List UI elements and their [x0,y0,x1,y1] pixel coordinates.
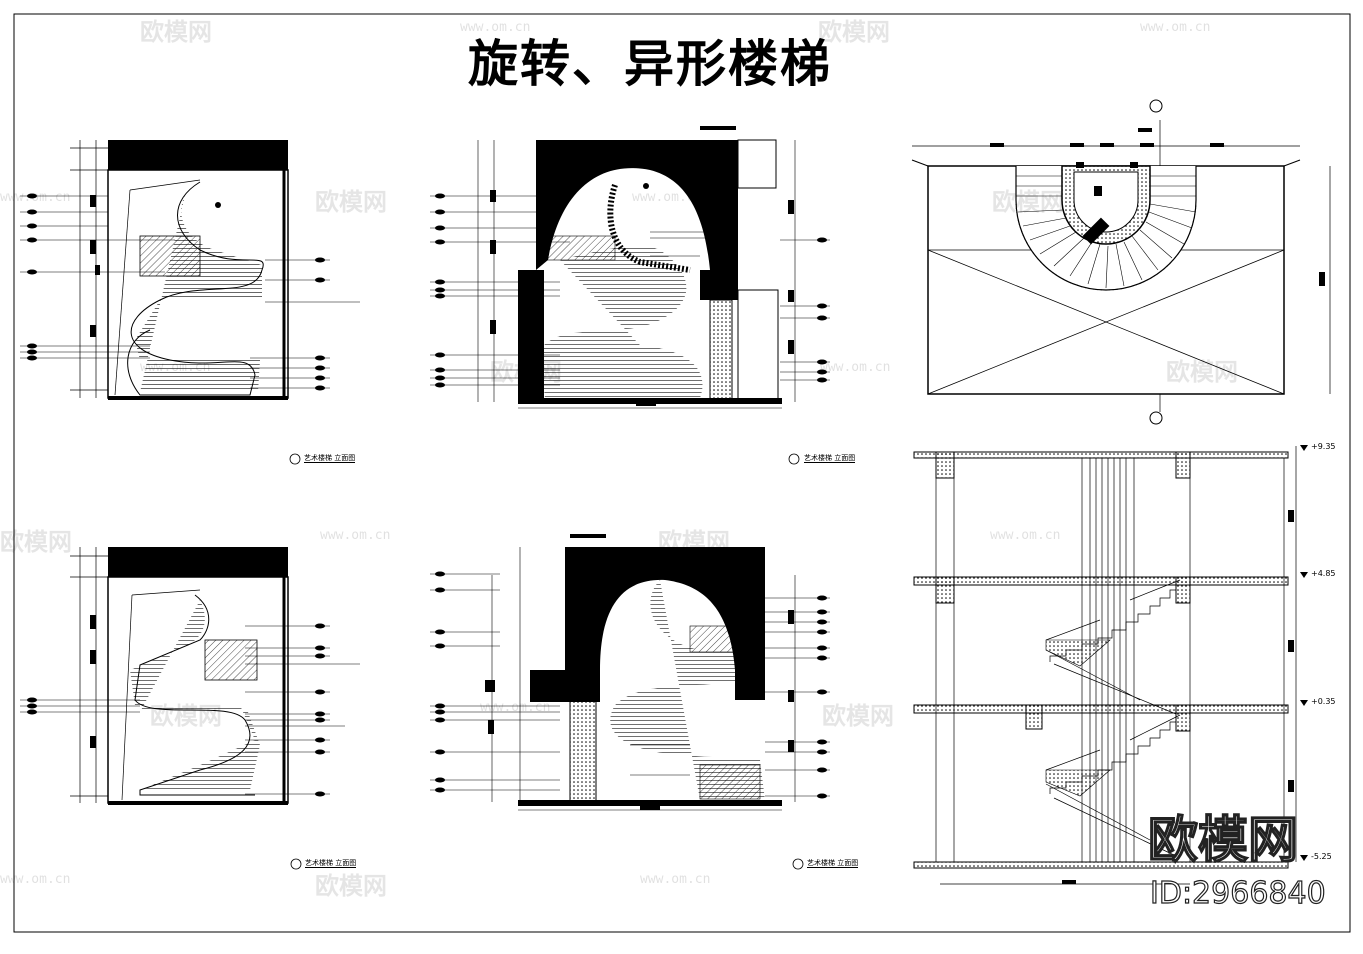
elevation-drawing-4 [430,534,830,811]
brand-stamp: 欧模网 [1147,811,1299,869]
drawing-caption: 艺术楼梯 立面图 [804,454,856,463]
level-label: +4.85 [1311,569,1336,578]
stair-plan-view [911,99,1331,425]
level-label: +0.35 [1311,697,1336,706]
elevation-drawing-2 [430,126,830,409]
sheet-title: 旋转、异形楼梯 [468,35,832,93]
stair-section-view [913,445,1308,885]
drawing-caption: 艺术楼梯 立面图 [807,859,859,868]
image-id-stamp: ID:2966840 [1149,875,1326,911]
caption-symbols [289,453,804,870]
drawing-caption: 艺术楼梯 立面图 [304,454,356,463]
elevation-drawing-1 [20,140,360,400]
level-label: +9.35 [1311,442,1336,451]
drawing-caption: 艺术楼梯 立面图 [305,859,357,868]
level-label: -5.25 [1311,852,1332,861]
elevation-drawing-3 [20,547,360,805]
